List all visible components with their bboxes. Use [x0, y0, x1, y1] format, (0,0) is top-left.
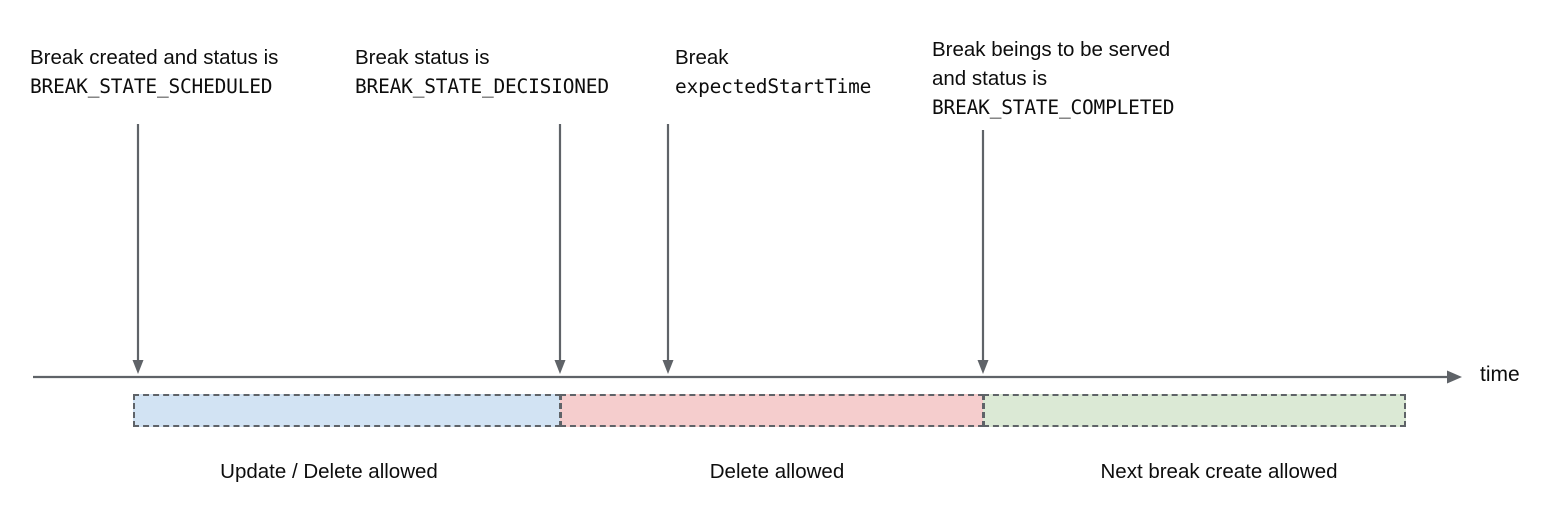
- event-label-line: BREAK_STATE_COMPLETED: [932, 96, 1175, 119]
- segment-update-delete-allowed: [133, 394, 561, 427]
- event-label-line: BREAK_STATE_DECISIONED: [355, 75, 609, 98]
- event-label-break-completed: Break beings to be served and status is BR…: [932, 35, 1175, 122]
- segment-caption-update-delete-allowed: Update / Delete allowed: [220, 460, 438, 483]
- segment-caption-delete-allowed: Delete allowed: [709, 460, 845, 483]
- segment-caption-next-break-create-allowed: Next break create allowed: [1100, 460, 1338, 483]
- event-label-break-created: Break created and status is BREAK_STATE_S…: [30, 43, 278, 101]
- event-arrow-break-created: [131, 124, 145, 374]
- arrow-down-icon: [554, 124, 566, 374]
- time-axis-label: time: [1480, 363, 1520, 386]
- event-label-line: expectedStartTime: [675, 75, 872, 98]
- segment-next-break-create-allowed: [983, 394, 1406, 427]
- event-label-line: Break created and status is: [30, 46, 279, 69]
- event-label-expected-start-time: Break expectedStartTime: [675, 43, 871, 101]
- event-label-line: BREAK_STATE_SCHEDULED: [30, 75, 273, 98]
- segment-delete-allowed: [560, 394, 984, 427]
- event-label-break-decisioned: Break status is BREAK_STATE_DECISIONED: [355, 43, 609, 101]
- event-arrow-expected-start-time: [661, 124, 675, 374]
- arrow-down-icon: [662, 124, 674, 374]
- event-label-line: Break: [675, 46, 729, 69]
- arrow-down-icon: [132, 124, 144, 374]
- event-arrow-break-completed: [976, 130, 990, 374]
- event-label-line: Break status is: [355, 46, 490, 69]
- time-axis-arrowhead: [1447, 370, 1462, 384]
- event-label-line: and status is: [932, 67, 1048, 90]
- event-arrow-break-decisioned: [553, 124, 567, 374]
- event-label-line: Break beings to be served: [932, 38, 1171, 61]
- arrow-down-icon: [977, 130, 989, 374]
